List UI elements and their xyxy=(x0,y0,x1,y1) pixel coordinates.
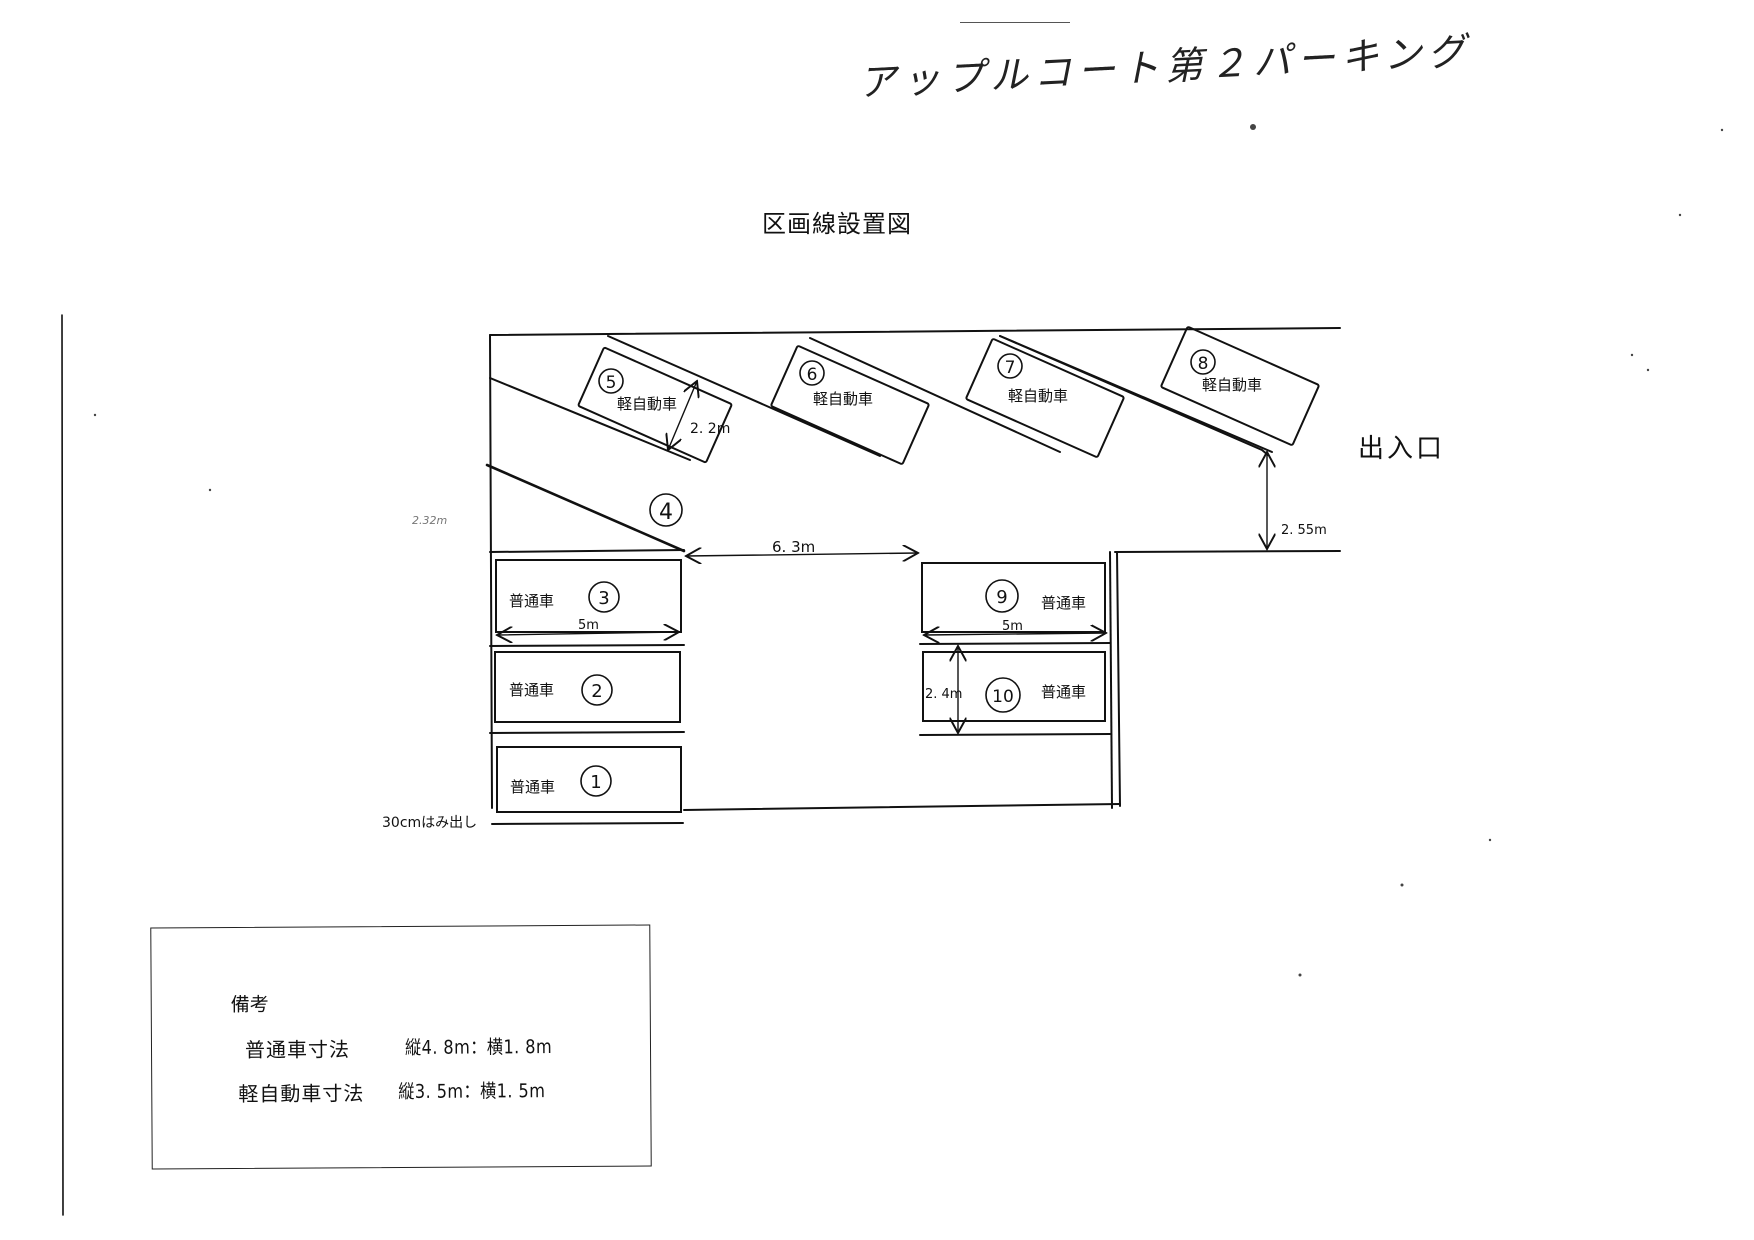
remarks-value: 縦4. 8m：横1. 8m xyxy=(404,1036,553,1059)
stall-divider-2-1 xyxy=(489,731,685,734)
lot-top-boundary xyxy=(489,327,1341,336)
circle-10 xyxy=(985,677,1021,713)
stall-number-8: 8 xyxy=(1198,354,1209,374)
stall-number-1: 1 xyxy=(590,772,601,793)
stall-6 xyxy=(770,345,930,465)
circle-6 xyxy=(799,360,825,386)
circle-8 xyxy=(1190,349,1216,375)
top-rule-mark xyxy=(960,22,1070,23)
stall-divider-9-10 xyxy=(919,642,1111,645)
page-title: 区画線設置図 xyxy=(762,210,912,238)
circle-1 xyxy=(580,765,612,797)
stall-8 xyxy=(1160,326,1320,446)
stall-type-2: 普通車 xyxy=(509,681,554,699)
stall-number-7: 7 xyxy=(1005,358,1016,378)
scan-noise xyxy=(93,124,1724,977)
circle-3 xyxy=(588,581,620,613)
right-column-edge xyxy=(1109,551,1113,809)
dim-kei-width: 2. 2m xyxy=(690,421,730,437)
stall-type-8: 軽自動車 xyxy=(1202,376,1262,394)
circle-7 xyxy=(997,353,1023,379)
remarks-value: 縦3. 5m：横1. 5m xyxy=(398,1080,546,1104)
stall-number-10: 10 xyxy=(992,687,1014,707)
stall-1 xyxy=(496,746,682,813)
remarks-row-regular: 普通車寸法 縦4. 8m：横1. 8m xyxy=(245,1032,578,1063)
kei-separator-2 xyxy=(607,335,881,457)
circle-2 xyxy=(581,674,613,706)
faint-left-note: 2.32m xyxy=(412,514,447,527)
remarks-box: 備考 普通車寸法 縦4. 8m：横1. 8m 軽自動車寸法 縦3. 5m：横1.… xyxy=(150,924,652,1170)
stall-2 xyxy=(494,651,681,723)
dim-arrow-kei-width xyxy=(668,381,697,450)
stall-number-5: 5 xyxy=(606,373,617,393)
circle-5 xyxy=(598,368,624,394)
kei-separator-3 xyxy=(809,337,1061,453)
stall-type-1: 普通車 xyxy=(510,778,555,796)
stall-10 xyxy=(922,651,1106,722)
stall-number-9: 9 xyxy=(996,587,1007,608)
dim-arrow-aisle xyxy=(686,553,918,556)
kei-separator-1 xyxy=(489,377,691,461)
stall-7 xyxy=(965,338,1125,458)
aisle-left-line xyxy=(489,549,685,553)
overhang-line xyxy=(491,822,684,825)
stall-type-7: 軽自動車 xyxy=(1008,387,1068,405)
stall-type-10: 普通車 xyxy=(1041,683,1086,701)
overhang-note: 30cmはみ出し xyxy=(382,815,477,831)
remarks-title: 備考 xyxy=(230,993,269,1017)
remarks-label: 普通車寸法 xyxy=(244,1037,351,1062)
dim-aisle-width: 6. 3m xyxy=(772,538,815,556)
circle-9 xyxy=(985,579,1019,613)
lot-left-boundary xyxy=(489,334,493,809)
dim-entrance-width: 2. 55m xyxy=(1281,523,1327,538)
margin-line xyxy=(61,314,64,1216)
stall-number-2: 2 xyxy=(591,681,602,702)
stall-divider-10-end xyxy=(919,733,1111,736)
lot-right-inner-boundary xyxy=(1116,551,1121,807)
dim-arrow-length-right xyxy=(924,633,1106,635)
stall-4-diagonal xyxy=(485,463,686,553)
dim-arrow-length-left xyxy=(497,632,679,635)
entrance-label: 出入口 xyxy=(1358,434,1446,464)
stall-type-6: 軽自動車 xyxy=(813,390,873,408)
dim-length-left: 5m xyxy=(578,618,599,633)
stall-5 xyxy=(577,346,733,464)
stall-type-5: 軽自動車 xyxy=(617,395,677,413)
dim-length-right: 5m xyxy=(1002,619,1023,634)
remarks-row-kei: 軽自動車寸法 縦3. 5m：横1. 5m xyxy=(238,1076,571,1107)
stall-divider-3-2 xyxy=(489,644,685,647)
stall-number-6: 6 xyxy=(807,365,818,385)
circle-4 xyxy=(649,493,683,527)
dim-width: 2. 4m xyxy=(925,687,962,702)
stall-type-9: 普通車 xyxy=(1041,594,1086,612)
remarks-label: 軽自動車寸法 xyxy=(238,1081,365,1106)
stall-number-3: 3 xyxy=(598,588,609,609)
stall-number-4: 4 xyxy=(659,500,673,525)
lot-bottom-boundary xyxy=(683,803,1121,811)
stall-type-3: 普通車 xyxy=(509,592,554,610)
entrance-bottom-line xyxy=(1114,550,1341,553)
